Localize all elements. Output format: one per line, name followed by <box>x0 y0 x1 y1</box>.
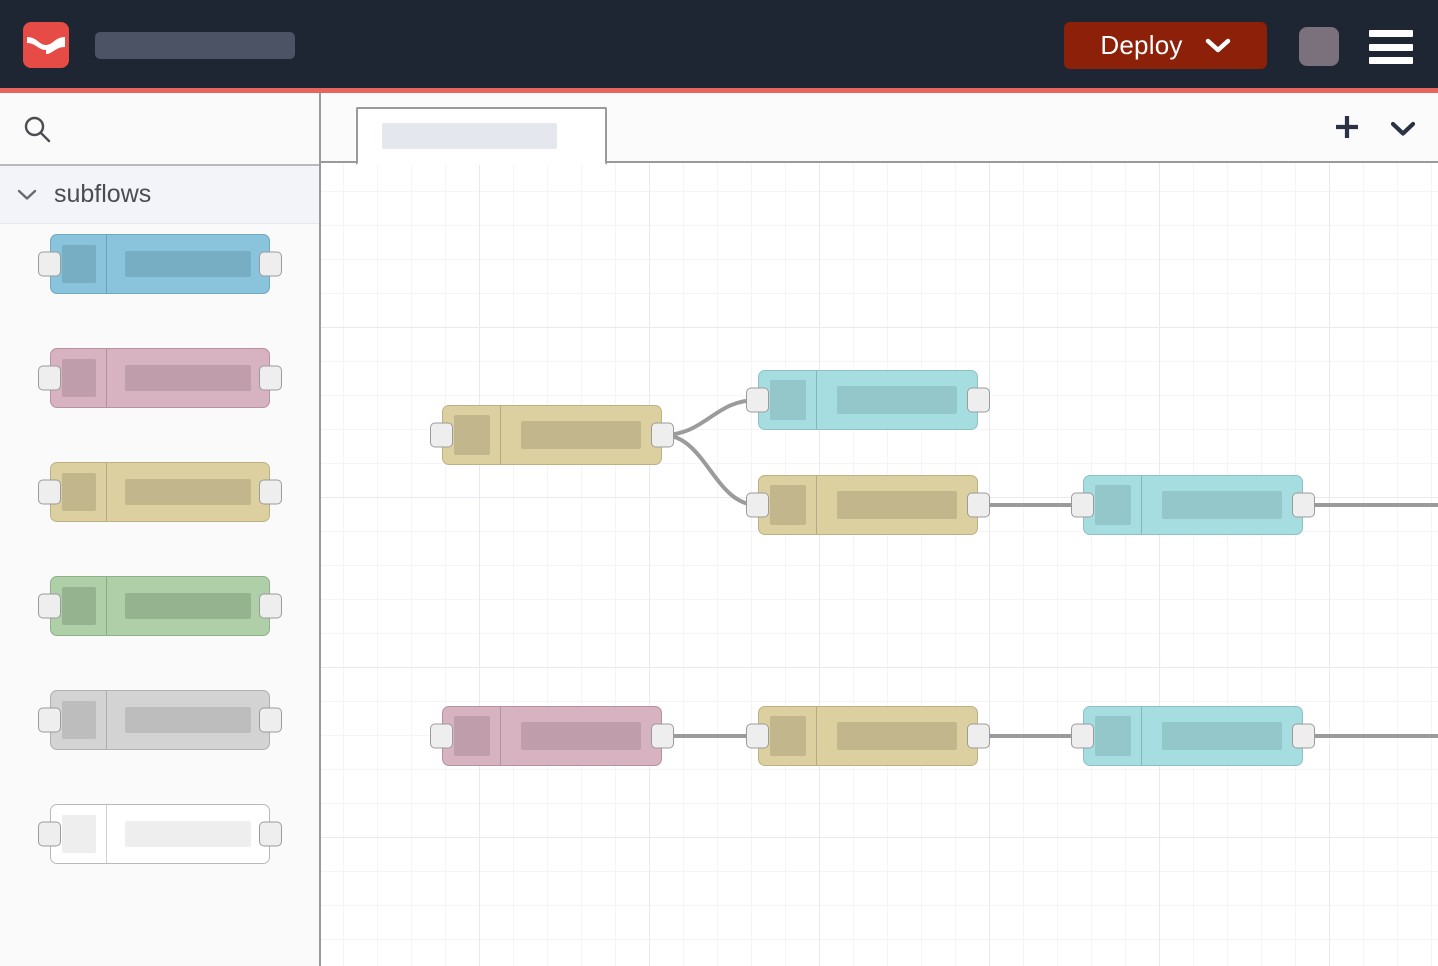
palette-node-2[interactable] <box>38 348 282 408</box>
node-input-port[interactable] <box>746 387 769 413</box>
tab-menu-chevron-down-icon[interactable] <box>1388 114 1418 144</box>
palette-node-3[interactable] <box>38 462 282 522</box>
project-name-field[interactable] <box>95 32 295 59</box>
app-header: Deploy <box>0 0 1438 88</box>
node-input-port[interactable] <box>1071 723 1094 749</box>
node-icon <box>51 349 107 407</box>
node-label <box>107 349 269 407</box>
node-label <box>501 406 661 464</box>
node-icon <box>51 577 107 635</box>
node-input-port[interactable] <box>38 821 61 847</box>
node-input-port[interactable] <box>430 723 453 749</box>
node-icon <box>51 463 107 521</box>
node-label <box>501 707 661 765</box>
palette-node-1[interactable] <box>38 234 282 294</box>
node-input-port[interactable] <box>746 723 769 749</box>
flow-canvas[interactable] <box>321 163 1438 966</box>
wire-n1-to-n3[interactable] <box>661 433 759 507</box>
node-input-port[interactable] <box>38 365 61 391</box>
node-label <box>107 235 269 293</box>
node-label <box>107 805 269 863</box>
node-label <box>107 463 269 521</box>
node-output-port[interactable] <box>259 251 282 277</box>
flow-tab-1[interactable] <box>356 107 607 165</box>
node-icon <box>759 707 817 765</box>
node-icon <box>51 235 107 293</box>
node-output-port[interactable] <box>259 479 282 505</box>
node-output-port[interactable] <box>1292 492 1315 518</box>
node-label <box>817 476 977 534</box>
node-output-port[interactable] <box>259 707 282 733</box>
canvas-node-template[interactable] <box>746 706 990 766</box>
node-output-port[interactable] <box>259 821 282 847</box>
node-label <box>107 577 269 635</box>
node-red-logo-icon[interactable] <box>23 22 69 68</box>
node-output-port[interactable] <box>651 723 674 749</box>
node-output-port[interactable] <box>1292 723 1315 749</box>
palette-node-5[interactable] <box>38 690 282 750</box>
node-icon <box>51 691 107 749</box>
node-icon <box>443 707 501 765</box>
node-label <box>817 371 977 429</box>
canvas-node-response[interactable] <box>1071 706 1315 766</box>
canvas-node-inject[interactable] <box>430 405 674 465</box>
wire-layer <box>661 398 1438 738</box>
node-icon <box>443 406 501 464</box>
palette-node-list <box>0 224 319 864</box>
palette-category-subflows[interactable]: subflows <box>0 166 319 224</box>
node-input-port[interactable] <box>430 422 453 448</box>
plus-icon[interactable] <box>1332 112 1362 142</box>
hamburger-bar-3 <box>1369 57 1413 64</box>
node-icon <box>1084 707 1142 765</box>
node-input-port[interactable] <box>38 707 61 733</box>
node-input-port[interactable] <box>38 479 61 505</box>
node-label <box>817 707 977 765</box>
node-label <box>107 691 269 749</box>
palette-sidebar: subflows <box>0 93 321 966</box>
chevron-down-icon[interactable] <box>16 188 38 202</box>
workspace <box>321 93 1438 966</box>
search-icon[interactable] <box>22 114 52 149</box>
canvas-node-function-top[interactable] <box>746 370 990 430</box>
node-label <box>1142 476 1302 534</box>
palette-category-label: subflows <box>54 180 152 208</box>
palette-node-4[interactable] <box>38 576 282 636</box>
hamburger-bar-2 <box>1369 43 1413 51</box>
chevron-down-icon[interactable] <box>1205 38 1231 54</box>
node-output-port[interactable] <box>651 422 674 448</box>
deploy-button-label: Deploy <box>1100 30 1183 60</box>
node-input-port[interactable] <box>38 251 61 277</box>
node-output-port[interactable] <box>967 723 990 749</box>
hamburger-menu-icon[interactable] <box>1369 30 1413 64</box>
node-icon <box>1084 476 1142 534</box>
node-output-port[interactable] <box>967 492 990 518</box>
node-icon <box>759 476 817 534</box>
node-input-port[interactable] <box>38 593 61 619</box>
header-accent-rule <box>0 88 1438 93</box>
flow-tab-bar <box>321 93 1438 165</box>
node-icon <box>759 371 817 429</box>
node-output-port[interactable] <box>259 365 282 391</box>
canvas-node-debug[interactable] <box>1071 475 1315 535</box>
canvas-node-http-in[interactable] <box>430 706 674 766</box>
deploy-button[interactable]: Deploy <box>1064 22 1267 69</box>
flow-tab-label <box>382 123 557 149</box>
node-input-port[interactable] <box>1071 492 1094 518</box>
user-avatar-icon[interactable] <box>1299 27 1339 66</box>
hamburger-bar-1 <box>1369 30 1413 37</box>
node-input-port[interactable] <box>746 492 769 518</box>
palette-search-bar[interactable] <box>0 93 319 166</box>
palette-node-6[interactable] <box>38 804 282 864</box>
canvas-node-change[interactable] <box>746 475 990 535</box>
node-label <box>1142 707 1302 765</box>
node-icon <box>51 805 107 863</box>
node-output-port[interactable] <box>967 387 990 413</box>
wire-n1-to-n2[interactable] <box>661 398 759 437</box>
node-output-port[interactable] <box>259 593 282 619</box>
